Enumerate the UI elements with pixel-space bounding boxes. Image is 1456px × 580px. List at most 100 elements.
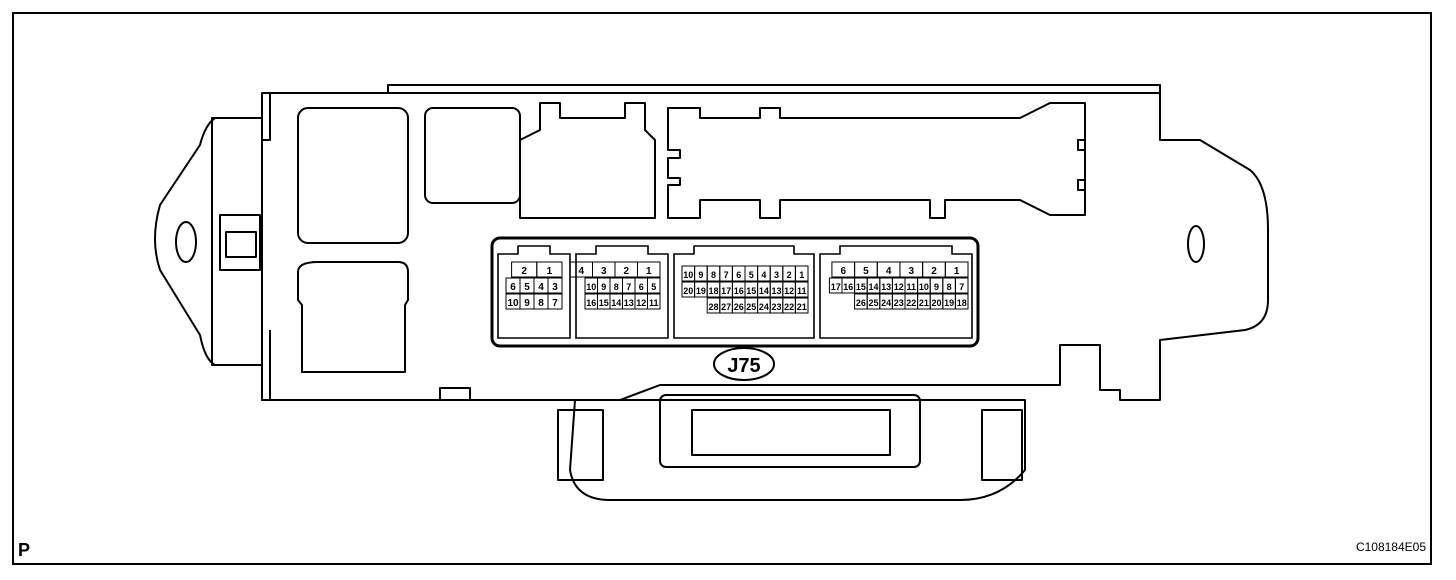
pin-number: 10 (919, 282, 929, 292)
j75-label-outline (713, 347, 775, 381)
pin-number: 1 (954, 266, 960, 277)
pin-number: 28 (708, 302, 718, 312)
top-rail (387, 84, 1161, 94)
pin-number: 11 (797, 286, 807, 296)
left-rib-top (261, 93, 271, 141)
connector-b-outline (575, 245, 669, 339)
bottom-right-clip (981, 409, 1023, 481)
pin-number: 16 (843, 282, 853, 292)
pin-number: 7 (552, 298, 558, 309)
pin-cavity (637, 261, 661, 278)
pin-number: 12 (894, 282, 904, 292)
pin-number: 5 (863, 266, 869, 277)
pin-number: 3 (552, 282, 558, 293)
bottom-connector-opening (691, 409, 891, 456)
bottom-tab (439, 387, 471, 401)
bottom-connector-housing (569, 399, 1026, 501)
pin-number: 11 (649, 298, 659, 308)
left-mounting-hole (175, 221, 197, 263)
pin-cavity (794, 297, 809, 314)
pin-number: 19 (696, 286, 706, 296)
j75-connector-block (490, 236, 980, 348)
pin-cavity (647, 293, 661, 310)
pin-number: 18 (708, 286, 718, 296)
pin-number: 21 (797, 302, 807, 312)
pin-number: 14 (868, 282, 878, 292)
left-mounting-bracket (154, 117, 262, 366)
relay-socket-3 (519, 102, 656, 219)
pin-number: 2 (623, 266, 629, 277)
pin-number: 24 (881, 298, 891, 308)
pin-number: 26 (734, 302, 744, 312)
pin-number: 23 (894, 298, 904, 308)
pin-number: 14 (611, 298, 621, 308)
long-socket-notch-2 (1077, 179, 1085, 191)
pin-number: 3 (774, 270, 779, 280)
pin-number: 9 (698, 270, 703, 280)
pin-cavity (794, 281, 809, 298)
pin-number: 5 (651, 282, 656, 292)
pin-number: 15 (856, 282, 866, 292)
left-rib-bottom (261, 330, 271, 401)
figure-code: C108184E05 (1355, 540, 1426, 554)
pin-number: 7 (626, 282, 631, 292)
pin-number: 12 (636, 298, 646, 308)
pin-number: 18 (957, 298, 967, 308)
left-latch (219, 214, 261, 271)
pin-number: 24 (759, 302, 769, 312)
pin-number: 20 (931, 298, 941, 308)
pin-number: 22 (784, 302, 794, 312)
pin-number: 3 (909, 266, 915, 277)
pin-number: 16 (586, 298, 596, 308)
left-bracket-plate (211, 117, 263, 366)
pin-number: 23 (771, 302, 781, 312)
pin-number: 20 (683, 286, 693, 296)
relay-socket-1 (297, 107, 409, 244)
pin-number: 17 (831, 282, 841, 292)
pin-number: 9 (524, 298, 530, 309)
pin-number: 11 (907, 282, 917, 292)
pin-number: 9 (934, 282, 939, 292)
pin-number: 5 (749, 270, 754, 280)
pin-number: 4 (578, 266, 584, 277)
pin-number: 17 (721, 286, 731, 296)
pin-number: 13 (624, 298, 634, 308)
connector-d-outline (819, 245, 973, 339)
left-latch-tab (225, 231, 257, 258)
pin-number: 22 (906, 298, 916, 308)
bottom-connector-shell (659, 394, 921, 468)
pin-cavity (547, 277, 563, 294)
connector-a-outline (497, 245, 571, 339)
pin-cavity (944, 261, 969, 278)
pin-number: 6 (840, 266, 846, 277)
pin-number: 13 (771, 286, 781, 296)
long-connector-socket (667, 102, 1086, 219)
pin-number: 2 (521, 266, 527, 277)
pin-number: 2 (787, 270, 792, 280)
pin-number: 15 (599, 298, 609, 308)
pin-number: 8 (538, 298, 544, 309)
pin-number: 4 (761, 270, 766, 280)
pin-number: 3 (601, 266, 607, 277)
pin-number: 13 (881, 282, 891, 292)
pin-cavity (954, 293, 969, 310)
relay-socket-4 (297, 261, 409, 373)
pin-number: 6 (510, 282, 516, 293)
pin-number: 1 (547, 266, 553, 277)
pin-number: 25 (746, 302, 756, 312)
pin-number: 8 (711, 270, 716, 280)
pin-number: 7 (959, 282, 964, 292)
pin-number: 4 (538, 282, 544, 293)
pin-number: 1 (799, 270, 804, 280)
pin-number: 5 (524, 282, 530, 293)
pin-cavity (547, 293, 563, 310)
pin-number: 27 (721, 302, 731, 312)
pin-number: 7 (724, 270, 729, 280)
pin-number: 25 (868, 298, 878, 308)
pin-number: 19 (944, 298, 954, 308)
pin-number: 6 (639, 282, 644, 292)
